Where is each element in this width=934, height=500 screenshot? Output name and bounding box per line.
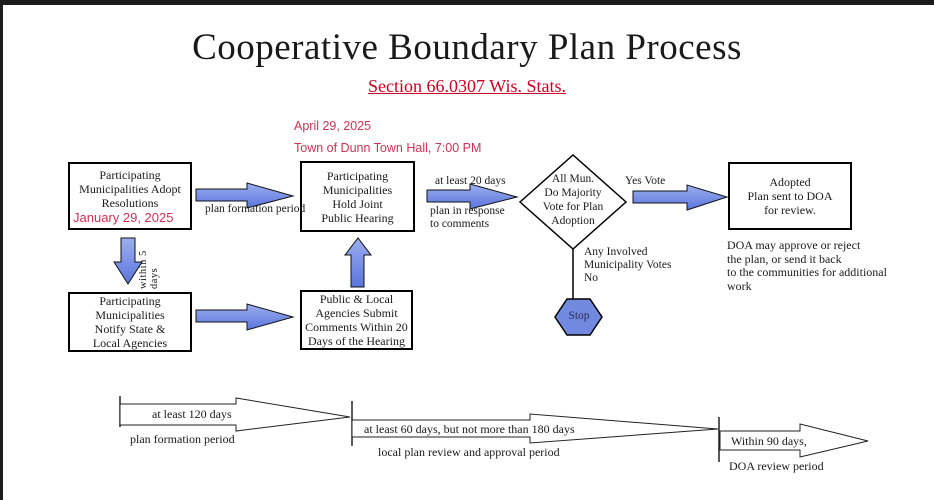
arrow-right-icon	[426, 183, 519, 210]
doa-review-note: DOA may approve or reject the plan, or s…	[727, 238, 887, 293]
decision-no-label: Any Involved Municipality Votes No	[584, 246, 672, 284]
stop-hexagon	[554, 298, 603, 336]
timeline-period-local-review: local plan review and approval period	[378, 445, 560, 459]
timeline-arrow-outline	[351, 413, 719, 444]
box-text: Public & Local Agencies Submit Comments …	[305, 292, 408, 348]
arrow-caption-at-least-20-days: at least 20 days	[435, 175, 506, 187]
arrow-up-icon	[343, 237, 373, 288]
box-text: Participating Municipalities Notify Stat…	[92, 294, 168, 350]
box-text: Participating Municipalities Adopt Resol…	[79, 167, 181, 210]
box-text: Participating Municipalities Hold Joint …	[321, 168, 394, 225]
timeline-period-doa-review: DOA review period	[729, 459, 824, 473]
decision-yes-label: Yes Vote	[625, 175, 666, 187]
hearing-location-note: Town of Dunn Town Hall, 7:00 PM	[294, 141, 482, 155]
arrow-right-icon	[632, 184, 729, 211]
left-border-bar	[0, 0, 3, 500]
decision-diamond	[518, 153, 628, 251]
arrow-caption-plan-formation: plan formation period	[205, 203, 306, 215]
timeline-duration-60-180-days: at least 60 days, but not more than 180 …	[364, 422, 575, 436]
stop-label: Stop	[568, 310, 590, 322]
arrow-down-icon	[113, 237, 143, 285]
decision-text: All Mun. Do Majority Vote for Plan Adopt…	[542, 173, 604, 227]
statute-link-wrap: Section 66.0307 Wis. Stats.	[0, 76, 934, 97]
timeline-arrow-outline	[119, 397, 351, 432]
timeline-duration-120-days: at least 120 days	[152, 407, 232, 421]
hearing-date-note: April 29, 2025	[294, 119, 372, 133]
timeline-period-plan-formation: plan formation period	[130, 432, 235, 446]
process-box-agency-comments: Public & Local Agencies Submit Comments …	[300, 290, 413, 350]
top-border-bar	[0, 0, 934, 5]
process-box-public-hearing: Participating Municipalities Hold Joint …	[300, 161, 415, 232]
arrow-right-icon	[195, 182, 295, 209]
arrow-caption-plan-response: plan in response to comments	[430, 205, 505, 230]
arrow-right-icon	[195, 303, 295, 331]
resolution-date: January 29, 2025	[73, 209, 174, 225]
timeline-arrow-outline	[719, 423, 869, 458]
process-box-adopt-resolutions: Participating Municipalities Adopt Resol…	[68, 162, 192, 230]
process-box-adopted-plan: Adopted Plan sent to DOA for review.	[728, 162, 852, 230]
process-box-notify-agencies: Participating Municipalities Notify Stat…	[68, 292, 192, 352]
page-title: Cooperative Boundary Plan Process	[192, 27, 742, 68]
box-text: Adopted Plan sent to DOA for review.	[747, 175, 833, 217]
arrow-caption-within-5-days: within 5 days	[138, 250, 160, 289]
timeline-duration-90-days: Within 90 days,	[731, 434, 807, 448]
statute-link[interactable]: Section 66.0307 Wis. Stats.	[368, 76, 566, 96]
